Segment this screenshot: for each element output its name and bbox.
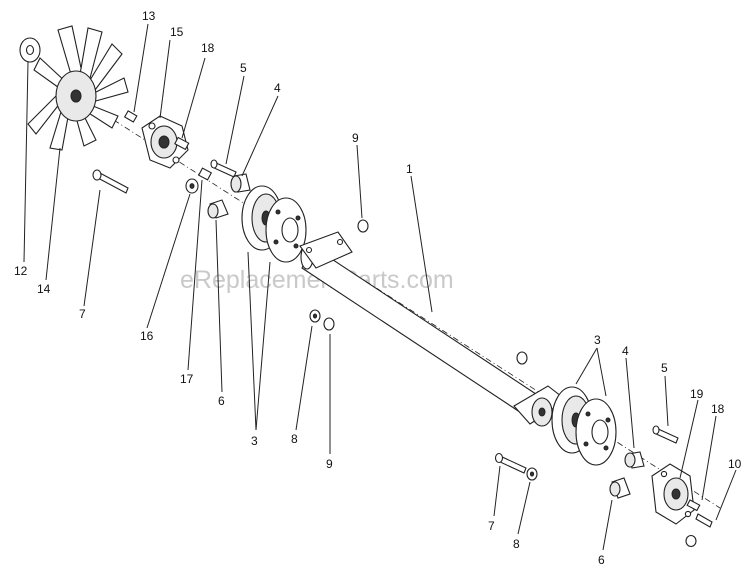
callout-15: 15 — [170, 25, 184, 39]
flange-part-19 — [651, 463, 695, 525]
callout-5-upper: 5 — [240, 61, 247, 75]
callout-5-lower: 5 — [661, 361, 668, 375]
callout-3-lower: 3 — [594, 333, 601, 347]
washer-part-8-upper — [309, 309, 321, 323]
callout-8-upper: 8 — [291, 432, 298, 446]
callout-17: 17 — [180, 372, 194, 386]
bolt-part-7-lower — [494, 452, 527, 474]
callout-13: 13 — [142, 9, 156, 23]
mount-plate-right — [513, 385, 567, 427]
callout-6-upper: 6 — [218, 394, 225, 408]
callout-9-lower: 9 — [326, 457, 333, 471]
callout-14: 14 — [37, 282, 51, 296]
sheave-part-3-upper-b — [265, 197, 307, 263]
bolt-part-7-upper — [92, 169, 129, 194]
callout-10: 10 — [728, 457, 742, 471]
callout-9-upper: 9 — [352, 131, 359, 145]
callout-4-lower: 4 — [622, 344, 629, 358]
spacer-part-6-upper — [207, 199, 229, 219]
callout-16: 16 — [140, 329, 154, 343]
callout-4-upper: 4 — [274, 81, 281, 95]
nut-part-lower — [685, 534, 697, 548]
callout-1: 1 — [406, 162, 413, 176]
washer-part-12 — [19, 37, 41, 63]
callout-3-upper: 3 — [251, 434, 258, 448]
spacer-part-6-lower — [609, 477, 631, 499]
screw-part-18-upper — [174, 136, 190, 151]
screw-part-18-lower — [686, 499, 701, 512]
callout-7-upper: 7 — [79, 307, 86, 321]
fan-blade-part — [27, 25, 129, 151]
nut-part-17 — [197, 167, 213, 181]
tube-part-1 — [299, 231, 549, 425]
callout-18-upper: 18 — [201, 41, 215, 55]
bolt-part-5-upper — [210, 159, 237, 178]
callout-19: 19 — [690, 387, 704, 401]
sheave-part-3-lower-b — [575, 398, 617, 466]
callout-12: 12 — [14, 264, 28, 278]
nut-part-9-upper — [357, 219, 369, 233]
bolt-part-5-lower — [652, 425, 679, 444]
callout-8-lower: 8 — [513, 537, 520, 551]
callout-7-lower: 7 — [488, 519, 495, 533]
washer-part-16 — [185, 178, 199, 194]
pin-part-10 — [695, 513, 713, 528]
washer-part-8-lower — [526, 467, 538, 481]
nut-part-9-lower — [323, 317, 335, 331]
leader-lines — [23, 23, 737, 551]
nut-part-9-right — [516, 351, 528, 365]
callout-6-lower: 6 — [598, 553, 605, 567]
pin-part-13 — [123, 110, 138, 123]
bushing-part-4-upper — [230, 173, 251, 193]
callout-18-lower: 18 — [711, 402, 725, 416]
bushing-part-4-lower — [624, 451, 645, 469]
